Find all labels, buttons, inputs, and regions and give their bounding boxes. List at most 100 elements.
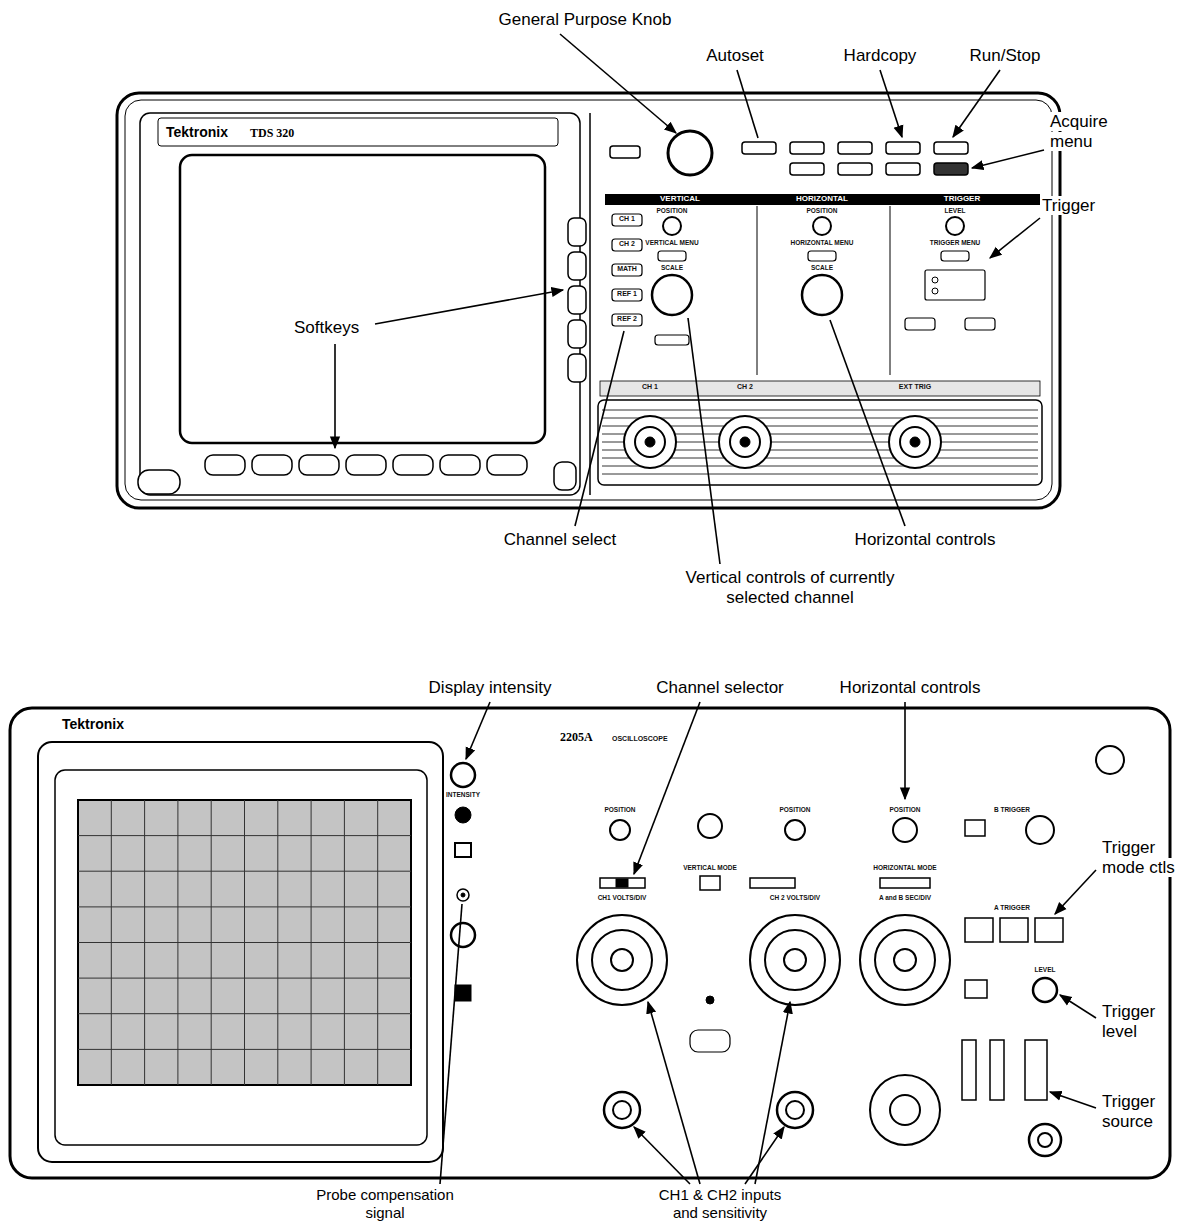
bnc-input — [635, 427, 665, 457]
panel-marking: B TRIGGER — [994, 806, 1030, 814]
leader-line — [334, 344, 336, 448]
power-button — [455, 985, 471, 1001]
section-heading: HORIZONTAL — [796, 194, 848, 204]
leader-line — [953, 70, 1000, 137]
callout-label-text: Trigger level — [1100, 1002, 1157, 1041]
panel-marking: TRIGGER MENU — [930, 239, 981, 247]
panel-marking-text: LEVEL — [1035, 966, 1056, 973]
panel-divider — [589, 113, 591, 495]
panel-marking-text: POSITION — [604, 806, 635, 813]
panel-marking: A and B SEC/DIV — [879, 894, 931, 902]
bnc-input — [604, 1092, 640, 1128]
panel-marking-text: POSITION — [889, 806, 920, 813]
softkey — [440, 455, 480, 475]
graticule-grid — [78, 800, 411, 1085]
panel-button — [655, 335, 689, 345]
callout-label-text: Display intensity — [427, 678, 554, 697]
section-heading-text: VERTICAL — [660, 194, 700, 203]
softkey — [568, 252, 586, 280]
leader-line — [755, 1002, 790, 1184]
panel-marking-text: HORIZONTAL MODE — [873, 864, 936, 871]
connector-panel — [598, 400, 1042, 485]
leader-line — [990, 218, 1040, 258]
general-purpose-knob — [668, 131, 712, 175]
callout-label-text: Run/Stop — [968, 46, 1043, 65]
panel-marking: CH 1 — [619, 215, 635, 223]
bnc-input — [777, 1092, 813, 1128]
power-switch — [138, 470, 180, 494]
channel-button — [612, 289, 642, 301]
panel-marking-text: POSITION — [779, 806, 810, 813]
callout-label: Probe compensation signal — [300, 1186, 470, 1222]
softkey — [205, 455, 245, 475]
leader-line — [1055, 870, 1096, 914]
leader-line — [737, 70, 758, 138]
leader-line — [1050, 1092, 1096, 1108]
panel-button — [905, 318, 935, 330]
panel-marking: POSITION — [604, 806, 635, 814]
callout-label: Horizontal controls — [820, 678, 1000, 698]
panel-marking-text: CH 2 — [619, 240, 635, 247]
panel-marking-text: CH 1 — [619, 215, 635, 222]
panel-marking-text: CH 1 — [642, 383, 658, 390]
2205a-scope — [10, 708, 1170, 1178]
bnc-input — [910, 437, 920, 447]
panel-marking-text: MATH — [617, 265, 637, 272]
callout-label: Vertical controls of currently selected … — [683, 568, 898, 609]
panel-marking-text: VERTICAL MENU — [645, 239, 698, 246]
brand-name: Tektronix — [62, 716, 124, 733]
panel-marking: MATH — [617, 265, 637, 273]
panel-marking-text: OSCILLOSCOPE — [612, 735, 668, 742]
panel-marking-text: SCALE — [661, 264, 683, 271]
softkey — [252, 455, 292, 475]
panel-marking-text: POSITION — [656, 207, 687, 214]
panel-marking: HORIZONTAL MENU — [791, 239, 854, 247]
sec-div-knob — [860, 915, 950, 1005]
section-heading: VERTICAL — [660, 194, 700, 204]
panel-marking-text: B TRIGGER — [994, 806, 1030, 813]
ext-input-bnc — [1038, 1133, 1052, 1147]
panel-marking: OSCILLOSCOPE — [612, 735, 668, 743]
scope-housing — [117, 93, 1060, 508]
bnc-input — [900, 427, 930, 457]
delay-time-knob — [870, 1075, 940, 1145]
trigger-status-box — [925, 270, 985, 300]
softkey — [568, 320, 586, 348]
model-name: 2205A — [560, 730, 593, 744]
panel-marking: LEVEL — [1035, 966, 1056, 974]
panel-button — [838, 142, 872, 154]
panel-marking-text: HORIZONTAL MENU — [791, 239, 854, 246]
section-band — [605, 194, 1040, 205]
probe-adjust-terminal — [461, 893, 465, 897]
panel-button — [790, 163, 824, 175]
position-knob — [663, 217, 681, 235]
switch-lever — [616, 879, 628, 887]
trigger-mode-button — [1000, 918, 1028, 942]
callout-label: Channel selector — [640, 678, 800, 698]
position-knob — [785, 820, 805, 840]
trigger-source-switch — [962, 1040, 976, 1100]
volts-div-knob — [784, 949, 806, 971]
callout-label: CH1 & CH2 inputs and sensitivity — [645, 1186, 795, 1222]
brand-name-text: Tektronix — [62, 716, 124, 732]
panel-marking-text: EXT TRIG — [899, 383, 931, 390]
screen-bezel — [38, 742, 443, 1162]
brand-strip — [158, 118, 558, 146]
panel-marking: POSITION — [656, 207, 687, 215]
leader-line — [880, 70, 902, 137]
panel-marking-text: REF 1 — [617, 290, 637, 297]
leader-line — [634, 1127, 690, 1184]
leader-lines — [335, 34, 1096, 1184]
volts-div-knob — [577, 915, 667, 1005]
softkey — [487, 455, 527, 475]
panel-marking-text: CH 2 — [737, 383, 753, 390]
channel-button — [612, 264, 642, 276]
panel-marking: INTENSITY — [446, 791, 480, 799]
housing-inner-edge — [125, 100, 1052, 500]
panel-marking: EXT TRIG — [899, 383, 931, 391]
panel-button — [610, 146, 640, 158]
panel-marking-text: VERTICAL MODE — [683, 864, 737, 871]
softkey — [568, 218, 586, 246]
callout-label: Acquire menu — [1048, 112, 1128, 153]
panel-marking: SCALE — [661, 264, 683, 272]
